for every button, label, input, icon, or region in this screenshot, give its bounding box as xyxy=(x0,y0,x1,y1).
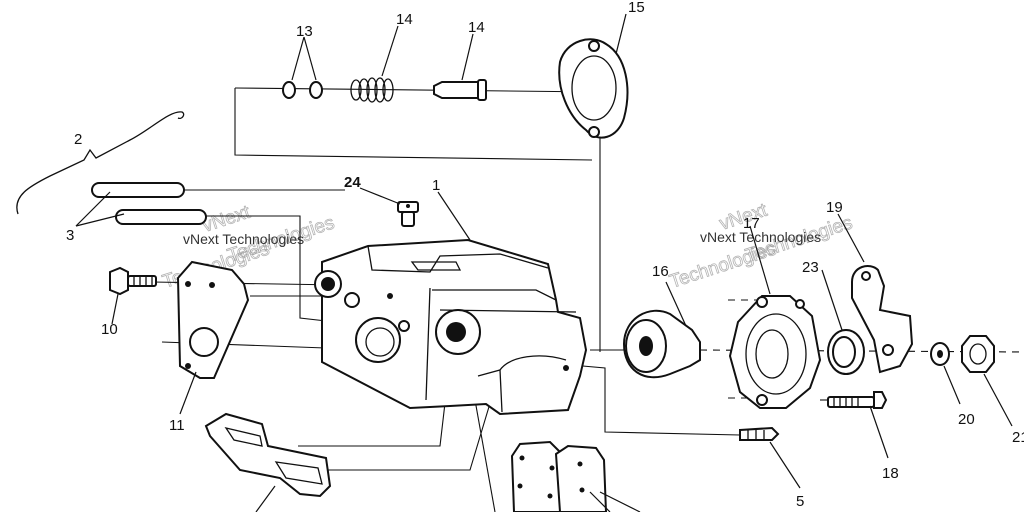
lower-bracket xyxy=(204,412,332,512)
callout-11: 11 xyxy=(169,417,185,434)
part-18-bolt xyxy=(827,391,888,409)
callout-2: 2 xyxy=(74,131,82,148)
callout-20: 20 xyxy=(958,411,975,428)
leader-lines xyxy=(75,13,1013,512)
part-17-cover xyxy=(728,295,822,409)
callout-16: 16 xyxy=(652,263,669,280)
callout-1: 1 xyxy=(432,177,440,194)
callout-19: 19 xyxy=(826,199,843,216)
watermark-company-left: vNext Technologies xyxy=(183,231,304,247)
part-20-washer xyxy=(930,342,950,366)
part-12-orings xyxy=(282,81,323,99)
callout-labels: 15 14 14 13 2 24 1 19 3 17 23 16 10 20 1… xyxy=(66,0,1024,510)
callout-13: 14 xyxy=(396,11,413,28)
part-13-spring xyxy=(350,77,394,103)
part-21-nut xyxy=(961,335,995,373)
lower-center-brackets xyxy=(510,440,608,512)
part-10-bolt xyxy=(109,266,157,296)
callout-10: 10 xyxy=(101,321,118,338)
callout-24: 24 xyxy=(344,174,361,191)
callout-23: 23 xyxy=(802,259,819,276)
part-11-gasket xyxy=(176,260,250,379)
part-15-flange-gasket xyxy=(558,38,629,139)
part-16-cap xyxy=(622,309,701,379)
part-1-housing xyxy=(314,238,588,416)
callout-3: 3 xyxy=(66,227,74,244)
callout-12: 13 xyxy=(296,23,313,40)
part-19-lever xyxy=(851,265,914,374)
callout-17: 17 xyxy=(743,215,760,232)
callout-21: 21 xyxy=(1012,429,1024,446)
part-3-pins xyxy=(91,182,207,225)
part-2-bracket xyxy=(16,111,185,215)
callout-15: 15 xyxy=(628,0,645,16)
part-24-fitting xyxy=(397,201,419,227)
callout-14: 14 xyxy=(468,19,485,36)
part-5-fitting xyxy=(739,426,780,441)
callout-5: 5 xyxy=(796,493,804,510)
watermark-company-right: vNext Technologies xyxy=(700,229,821,245)
callout-18: 18 xyxy=(882,465,899,482)
part-14-plunger xyxy=(433,79,487,101)
part-23-ring xyxy=(827,329,865,375)
